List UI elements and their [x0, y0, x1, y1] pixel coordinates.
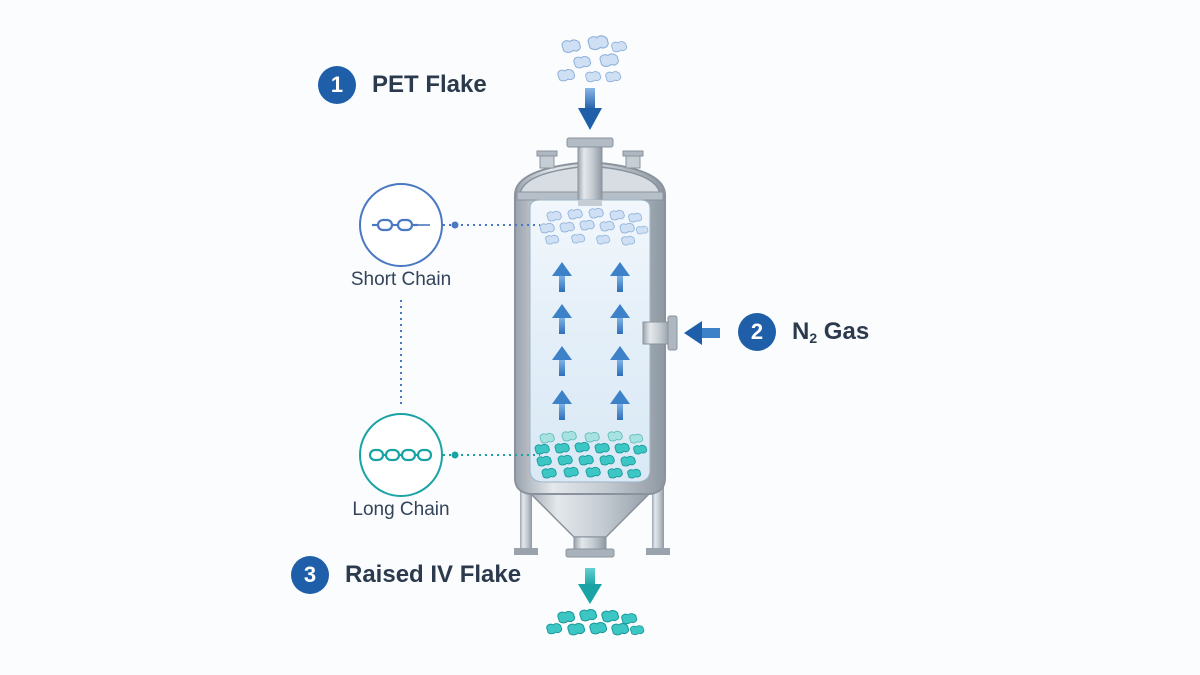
long-chain-callout — [359, 413, 540, 497]
rising-arrow-icon — [610, 390, 630, 420]
long-chain-icon — [368, 448, 433, 462]
short-chain-icon — [372, 218, 430, 232]
step-1-badge: 1 — [318, 66, 356, 104]
outlet-arrow-icon — [578, 568, 602, 604]
rising-n2-arrows — [552, 262, 630, 420]
vessel-bottom-cone — [523, 487, 657, 558]
raised-iv-flakes-output — [546, 609, 645, 636]
long-chain-label: Long Chain — [352, 499, 450, 520]
rising-arrow-icon — [552, 304, 572, 334]
rising-arrow-icon — [552, 262, 572, 292]
step-3-raised-iv-flake: 3 Raised IV Flake — [291, 556, 521, 594]
step-2-label: N2 Gas — [792, 318, 870, 346]
feed-arrow-icon — [578, 88, 602, 130]
short-chain-callout — [359, 183, 540, 267]
step-1-pet-flake: 1 PET Flake — [318, 66, 487, 104]
step-2-n2-gas: 2 N2 Gas — [738, 313, 869, 351]
rising-arrow-icon — [552, 390, 572, 420]
rising-arrow-icon — [610, 262, 630, 292]
rising-arrow-icon — [610, 346, 630, 376]
step-3-label: Raised IV Flake — [345, 561, 522, 588]
short-chain-label: Short Chain — [350, 269, 452, 290]
rising-arrow-icon — [610, 304, 630, 334]
step-3-badge: 3 — [291, 556, 329, 594]
n2-inlet-arrow-icon — [684, 321, 720, 345]
incoming-pet-flakes — [557, 35, 628, 83]
step-2-badge: 2 — [738, 313, 776, 351]
step-1-label: PET Flake — [372, 71, 487, 98]
rising-arrow-icon — [552, 346, 572, 376]
